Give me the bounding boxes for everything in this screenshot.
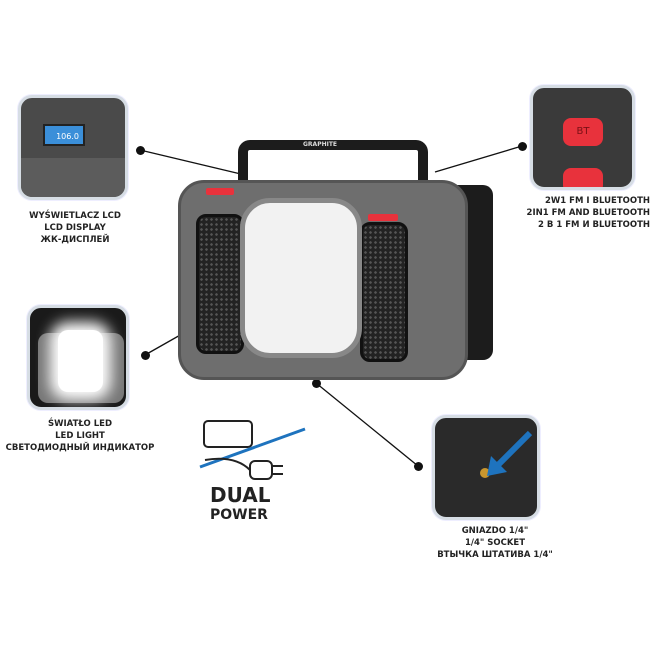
lcd-display: 106.0 — [43, 124, 85, 146]
dual-power-badge: DUAL POWER — [195, 415, 310, 530]
lcd-line — [139, 149, 246, 176]
lcd-thumbnail: 106.0 — [18, 95, 128, 200]
bt-button: BT — [563, 118, 603, 146]
speaker-grille-left — [196, 214, 244, 354]
socket-dot-end — [312, 379, 321, 388]
plug-icon — [199, 427, 306, 480]
red-button — [206, 188, 234, 195]
dual-text: DUAL — [210, 483, 271, 507]
brand-logo: GRAPHITE — [303, 141, 338, 148]
socket-line — [315, 382, 419, 467]
lcd-dot — [136, 146, 145, 155]
led-dot — [141, 351, 150, 360]
socket-dot — [414, 462, 423, 471]
bluetooth-thumbnail: BT — [530, 85, 635, 190]
arrow-icon — [487, 430, 533, 476]
led-thumbnail — [27, 305, 129, 410]
battery-icon — [203, 420, 253, 448]
handle — [238, 140, 428, 180]
led-panel — [240, 198, 362, 358]
led-caption: ŚWIATŁO LED LED LIGHT СВЕТОДИОДНЫЙ ИНДИК… — [5, 419, 155, 453]
power-text: POWER — [210, 507, 268, 523]
socket-thumbnail — [432, 415, 540, 520]
bt-dot — [518, 142, 527, 151]
speaker-grille-right — [360, 222, 408, 362]
product-image: GRAPHITE — [178, 140, 498, 390]
lcd-caption: WYŚWIETLACZ LCD LCD DISPLAY ЖК-ДИСПЛЕЙ — [29, 211, 121, 245]
socket-caption: GNIAZDO 1/4" 1/4" SOCKET ВТЫЧКА ШТАТИВА … — [437, 526, 553, 560]
red-button — [368, 214, 398, 221]
bt-line — [434, 145, 523, 173]
bluetooth-caption: 2W1 FM I BLUETOOTH 2IN1 FM AND BLUETOOTH… — [526, 196, 650, 230]
